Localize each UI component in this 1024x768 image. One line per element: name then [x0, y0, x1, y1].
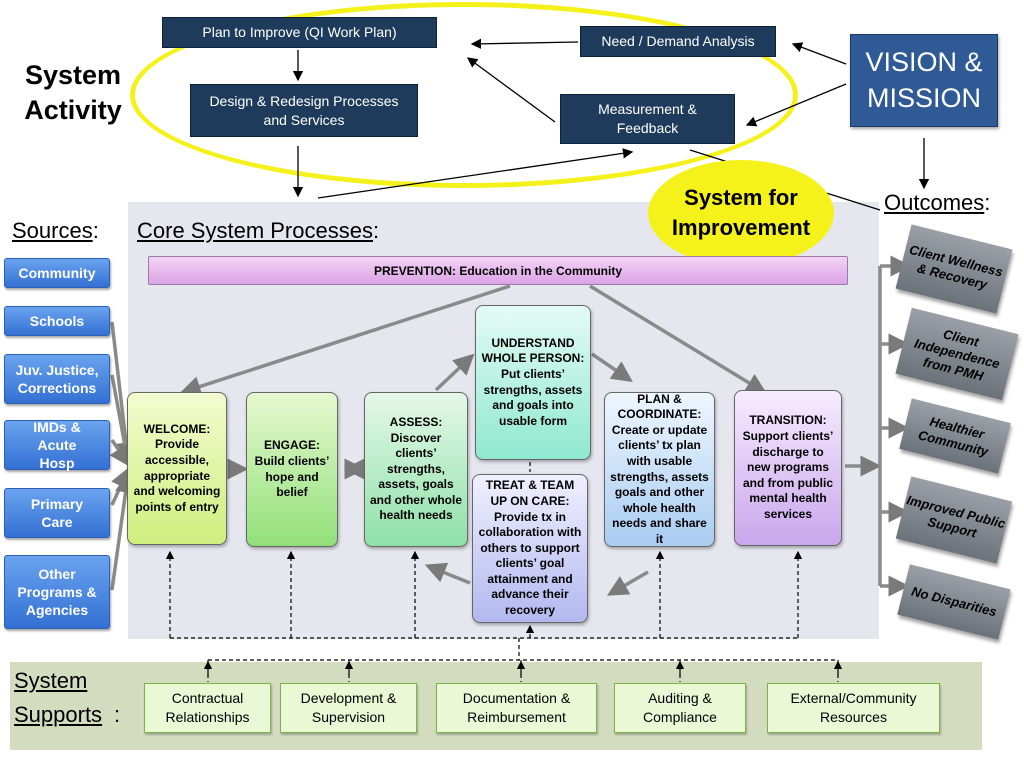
support-development: Development & Supervision: [280, 683, 417, 733]
source-schools: Schools: [4, 306, 110, 336]
system-activity-highlight: [130, 2, 798, 188]
support-contractual: Contractual Relationships: [144, 683, 271, 733]
design-redesign-box: Design & Redesign Processes and Services: [190, 84, 418, 137]
measurement-feedback-box: Measurement & Feedback: [560, 94, 735, 144]
vision-mission-box: VISION & MISSION: [850, 34, 998, 127]
core-processes-heading: Core System Processes:: [137, 218, 379, 244]
support-documentation: Documentation & Reimbursement: [436, 683, 597, 733]
system-improvement-bubble: System for Improvement: [648, 160, 834, 266]
system-improvement-label: System for Improvement: [671, 185, 811, 240]
outcomes-heading-text: Outcomes: [884, 190, 985, 215]
support-external-resources: External/Community Resources: [767, 683, 940, 733]
need-demand-box: Need / Demand Analysis: [580, 26, 776, 57]
plan-to-improve-box: Plan to Improve (QI Work Plan): [162, 17, 437, 48]
support-auditing: Auditing & Compliance: [614, 683, 746, 733]
source-imds-acute-hosp: IMDs & Acute Hosp: [4, 419, 110, 471]
vision-mission-label: VISION & MISSION: [865, 47, 983, 113]
process-plan: PLAN & COORDINATE: Create or update clie…: [604, 392, 715, 547]
source-juvenile-justice: Juv. Justice, Corrections: [4, 354, 110, 404]
system-supports-label: System Supports:: [14, 664, 120, 732]
outcomes-colon: :: [984, 190, 991, 215]
process-treat: TREAT & TEAM UP ON CARE: Provide tx in c…: [472, 474, 588, 623]
process-transition: TRANSITION: Support clients’ discharge t…: [734, 390, 842, 546]
source-primary-care: Primary Care: [4, 488, 110, 538]
system-supports-text: System Supports: [14, 668, 103, 728]
process-assess: ASSESS: Discover clients’ strengths, ass…: [364, 392, 468, 547]
sources-heading-text: Sources: [12, 218, 93, 243]
core-processes-colon: :: [372, 218, 380, 243]
process-welcome: WELCOME: Provide accessible, appropriate…: [127, 392, 227, 545]
source-community: Community: [4, 258, 110, 288]
core-processes-heading-text: Core System Processes: [137, 218, 373, 243]
prevention-bar: PREVENTION: Education in the Community: [148, 256, 848, 285]
system-activity-label: System Activity: [24, 60, 122, 126]
source-other-programs: Other Programs & Agencies: [4, 555, 110, 629]
sources-colon: :: [92, 218, 99, 243]
process-engage: ENGAGE: Build clients’ hope and belief: [246, 392, 338, 547]
outcomes-heading: Outcomes:: [884, 190, 990, 216]
process-understand: UNDERSTAND WHOLE PERSON: Put clients’ st…: [475, 305, 591, 460]
sources-heading: Sources:: [12, 218, 99, 244]
system-supports-colon: :: [114, 702, 121, 728]
